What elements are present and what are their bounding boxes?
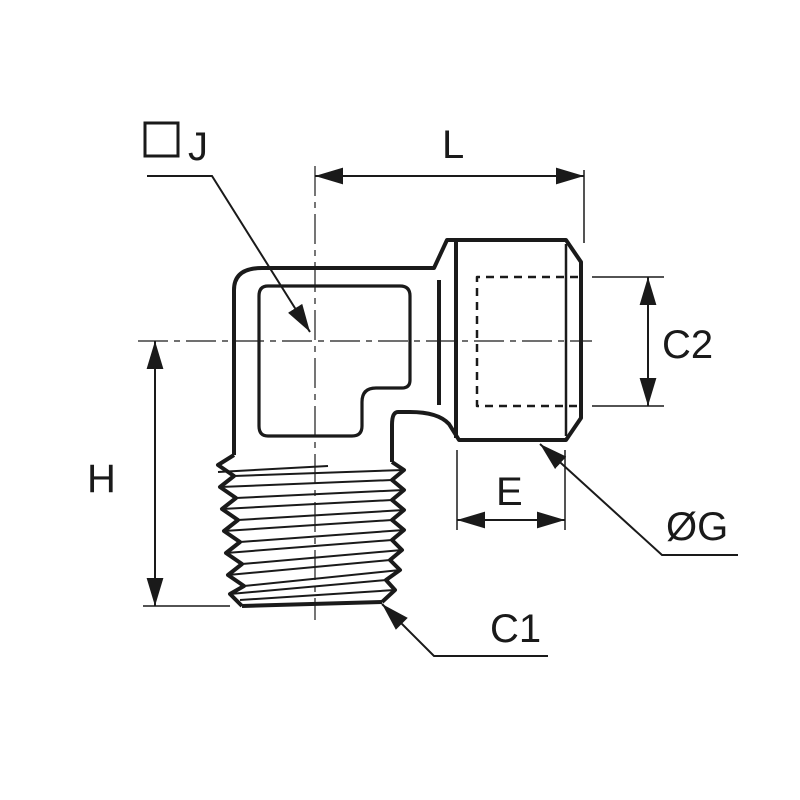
- body-inner-outline: [257, 284, 412, 438]
- dimension-lines: [146, 167, 657, 606]
- center-lines: [138, 166, 592, 620]
- thread-crest: [243, 569, 401, 587]
- hidden-bore: [475, 275, 578, 408]
- length-label: L: [442, 123, 464, 167]
- thread-crests: [217, 465, 405, 601]
- male-thread: [216, 453, 406, 608]
- labels: J L H C2 E ØG C1: [87, 121, 728, 651]
- j-leader: [147, 175, 311, 333]
- height-label: H: [87, 457, 116, 501]
- thread-crest: [229, 579, 387, 595]
- c1-leader: [381, 603, 548, 657]
- hex-size-label: J: [188, 125, 208, 169]
- thread-crest: [235, 489, 405, 499]
- leader-lines: [147, 175, 738, 657]
- thread-crest: [219, 479, 393, 488]
- thread-crest: [221, 499, 393, 510]
- thread-crest: [239, 589, 396, 601]
- hex-size-square-icon: [143, 121, 180, 158]
- thread-crest: [241, 549, 403, 565]
- thread-crest: [237, 509, 405, 521]
- tube-thread-label: C2: [662, 323, 713, 367]
- male-thread-label: C1: [490, 607, 541, 651]
- tube-od-label: ØG: [666, 505, 728, 549]
- thread-length-label: E: [496, 470, 523, 514]
- thread-crest: [217, 465, 329, 473]
- thread-crest: [227, 559, 391, 576]
- thread-crest: [233, 469, 405, 477]
- thread-crest: [225, 539, 393, 554]
- thread-crest: [239, 529, 405, 543]
- g-leader: [539, 443, 738, 556]
- thread-bottom: [241, 600, 383, 608]
- body-outline: [232, 238, 583, 462]
- thread-crest: [223, 519, 393, 532]
- fitting-body: [232, 238, 583, 462]
